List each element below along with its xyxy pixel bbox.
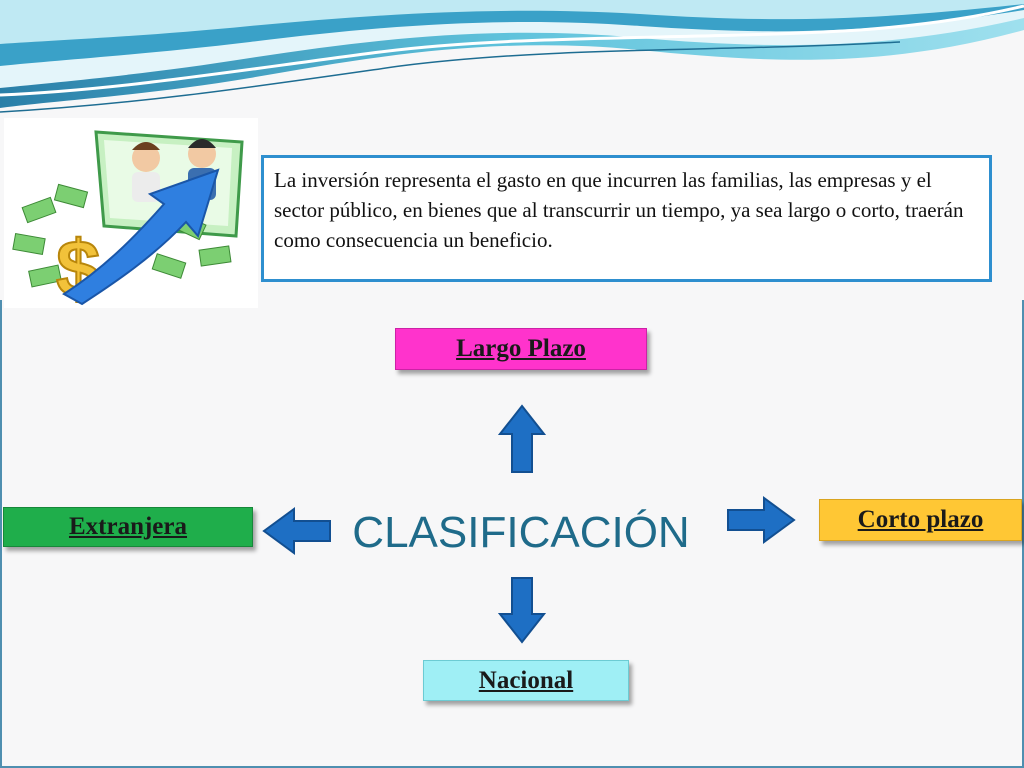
corto-plazo-box: Corto plazo [819, 499, 1022, 541]
arrow-right-icon [727, 496, 796, 544]
arrow-down-icon [498, 577, 546, 644]
money-growth-arrow-icon: $ [4, 118, 258, 308]
arrow-up-icon [498, 404, 546, 473]
definition-text-box: La inversión representa el gasto en que … [261, 155, 992, 282]
extranjera-box: Extranjera [3, 507, 253, 547]
nacional-box: Nacional [423, 660, 629, 701]
frame-left-edge [0, 300, 2, 768]
clasificacion-title: CLASIFICACIÓN [352, 508, 690, 557]
arrow-left-icon [262, 507, 331, 555]
frame-bottom-edge [0, 766, 1024, 768]
header-waves [0, 0, 1024, 120]
largo-plazo-box: Largo Plazo [395, 328, 647, 370]
frame-right-edge [1022, 300, 1024, 768]
